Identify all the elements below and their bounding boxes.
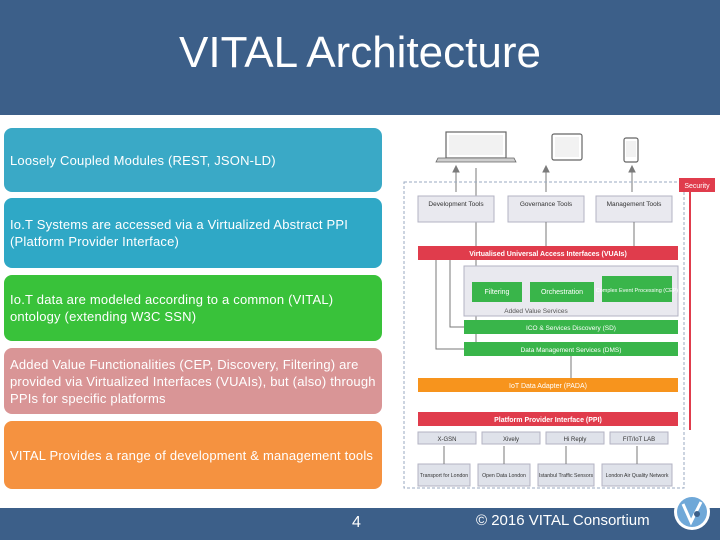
architecture-diagram: Security Development Tools Governance To… xyxy=(403,131,715,489)
source-arrows xyxy=(443,446,638,464)
discovery-label: ICO & Services Discovery (SD) xyxy=(526,325,616,332)
platform-hireply: Hi Reply xyxy=(564,437,587,443)
bullet-loosely-coupled: Loosely Coupled Modules (REST, JSON-LD) xyxy=(4,128,382,192)
vital-logo xyxy=(674,494,710,530)
laptop-icon xyxy=(435,131,517,163)
pada-label: IoT Data Adapter (PADA) xyxy=(509,383,587,390)
dev-tools-label: Development Tools xyxy=(428,201,484,208)
dms-label: Data Management Services (DMS) xyxy=(521,347,622,354)
copyright-text: © 2016 VITAL Consortium xyxy=(476,512,650,529)
source-open-data: Open Data London xyxy=(482,473,526,479)
source-istanbul: Istanbul Traffic Sensors xyxy=(539,473,594,479)
title-bar xyxy=(0,0,720,115)
security-badge xyxy=(679,178,715,192)
vuai-label: Virtualised Universal Access Interfaces … xyxy=(469,251,627,258)
ppi-bar xyxy=(418,412,678,426)
vuai-bar xyxy=(418,246,678,260)
cep-box xyxy=(602,276,672,302)
bullet-text: Io.T data are modeled according to a com… xyxy=(10,292,334,324)
discovery-bar xyxy=(464,320,678,334)
tablet-icon xyxy=(551,133,583,161)
bullet-text: Io.T Systems are accessed via a Virtuali… xyxy=(10,217,349,249)
pada-bar xyxy=(418,378,678,392)
page-number: 4 xyxy=(352,514,361,531)
bullet-text: VITAL Provides a range of development & … xyxy=(10,447,374,463)
platform-boxes: X-GSN Xively Hi Reply FIT/IoT LAB xyxy=(417,431,669,445)
source-air-quality: London Air Quality Network xyxy=(606,473,669,479)
bullet-text: Loosely Coupled Modules (REST, JSON-LD) xyxy=(10,152,276,168)
filtering-box xyxy=(472,282,522,302)
source-boxes: Transport for London Open Data London Is… xyxy=(417,463,673,487)
platform-xgsn: X-GSN xyxy=(437,437,456,443)
phone-icon xyxy=(623,137,639,163)
source-tfl: Transport for London xyxy=(420,473,468,479)
bullet-text: Added Value Functionalities (CEP, Discov… xyxy=(10,356,376,406)
connector-lines xyxy=(435,222,635,378)
added-value-label: Added Value Services xyxy=(504,308,568,315)
footer-bar xyxy=(0,508,720,540)
orchestration-box xyxy=(530,282,594,302)
cep-label: Complex Event Processing (CEP) xyxy=(596,288,679,294)
bullet-iot-data: Io.T data are modeled according to a com… xyxy=(4,275,382,341)
platform-fitiot: FIT/IoT LAB xyxy=(623,437,655,443)
dms-bar xyxy=(464,342,678,356)
mgmt-tools-label: Management Tools xyxy=(607,201,663,208)
architecture-frame xyxy=(403,181,685,489)
gov-tools-label: Governance Tools xyxy=(520,201,573,208)
tool-boxes: Development Tools Governance Tools Manag… xyxy=(417,195,673,223)
slide-title: VITAL Architecture xyxy=(179,28,541,77)
ppi-label: Platform Provider Interface (PPI) xyxy=(494,417,602,424)
platform-xively: Xively xyxy=(503,437,519,443)
bullet-added-value: Added Value Functionalities (CEP, Discov… xyxy=(4,348,382,414)
filtering-label: Filtering xyxy=(485,289,510,296)
bullet-tools: VITAL Provides a range of development & … xyxy=(4,421,382,489)
orchestration-label: Orchestration xyxy=(541,289,583,296)
security-label: Security xyxy=(684,183,710,190)
bullet-iot-systems: Io.T Systems are accessed via a Virtuali… xyxy=(4,198,382,268)
